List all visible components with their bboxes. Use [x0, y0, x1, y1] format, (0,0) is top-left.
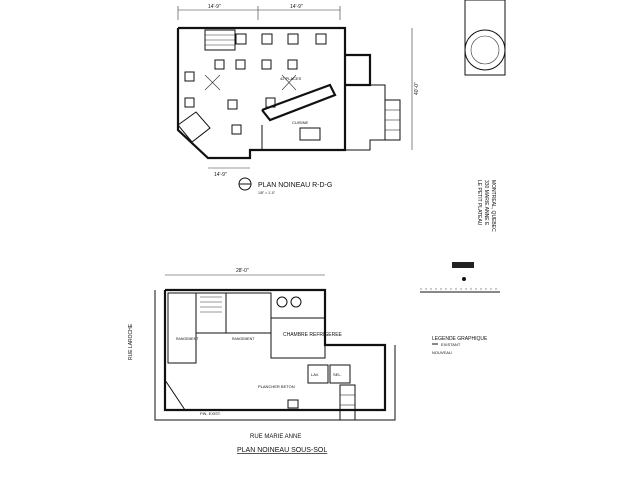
basement-plan: 28'-0" RANGEMENT RANGEMENT CHAMBRE REFRI… — [128, 268, 396, 454]
finish-label: FIN. EXIST. — [200, 411, 221, 416]
legend-line-1: EXISTANT — [441, 342, 461, 347]
project-name: LE PETIT PLATEAU — [476, 180, 482, 226]
project-city: MONTREAL, QUEBEC — [490, 180, 496, 232]
side-street-label: RUE LAROCHE — [128, 323, 134, 360]
street-label: RUE MARIE ANNE — [250, 434, 301, 440]
legend-heading: LEGENDE GRAPHIQUE — [432, 336, 488, 342]
floor-label: PLANCHER BETON — [258, 384, 295, 389]
basement-title: PLAN NOINEAU SOUS-SOL — [237, 447, 327, 454]
dim-right: 40'-0" — [414, 82, 420, 95]
legend-line-2: NOUVEAU — [432, 350, 452, 355]
dim-bottom: 14'-9" — [214, 172, 227, 178]
lav-label: LAV. — [311, 372, 319, 377]
legend: LEGENDE GRAPHIQUE EXISTANT NOUVEAU — [420, 262, 500, 355]
tables — [184, 33, 327, 135]
seal-icon — [464, 29, 506, 71]
dim-top-left: 14'-9" — [208, 4, 221, 10]
ground-floor-plan: 14'-9" 14'-9" 42 PLACES — [176, 4, 420, 195]
storage-label-1: RANGEMENT — [176, 337, 199, 341]
title-block: LE PETIT PLATEAU 330 MARIE ANNE E MONTRE… — [464, 0, 506, 232]
sel-label: SEL. — [333, 372, 342, 377]
ground-floor-scale: 1/8" = 1'-0" — [258, 191, 276, 195]
seating-label: 42 PLACES — [280, 76, 302, 81]
ground-floor-title: PLAN NOINEAU R-D-G — [258, 182, 332, 189]
kitchen-label: CUISINE — [292, 120, 309, 125]
basement-width-dim: 28'-0" — [236, 268, 249, 274]
storage-label-2: RANGEMENT — [232, 337, 255, 341]
cold-room-label: CHAMBRE REFRIGEREE — [283, 332, 343, 338]
dim-top-right: 14'-9" — [290, 4, 303, 10]
project-address: 330 MARIE ANNE E — [483, 180, 489, 226]
